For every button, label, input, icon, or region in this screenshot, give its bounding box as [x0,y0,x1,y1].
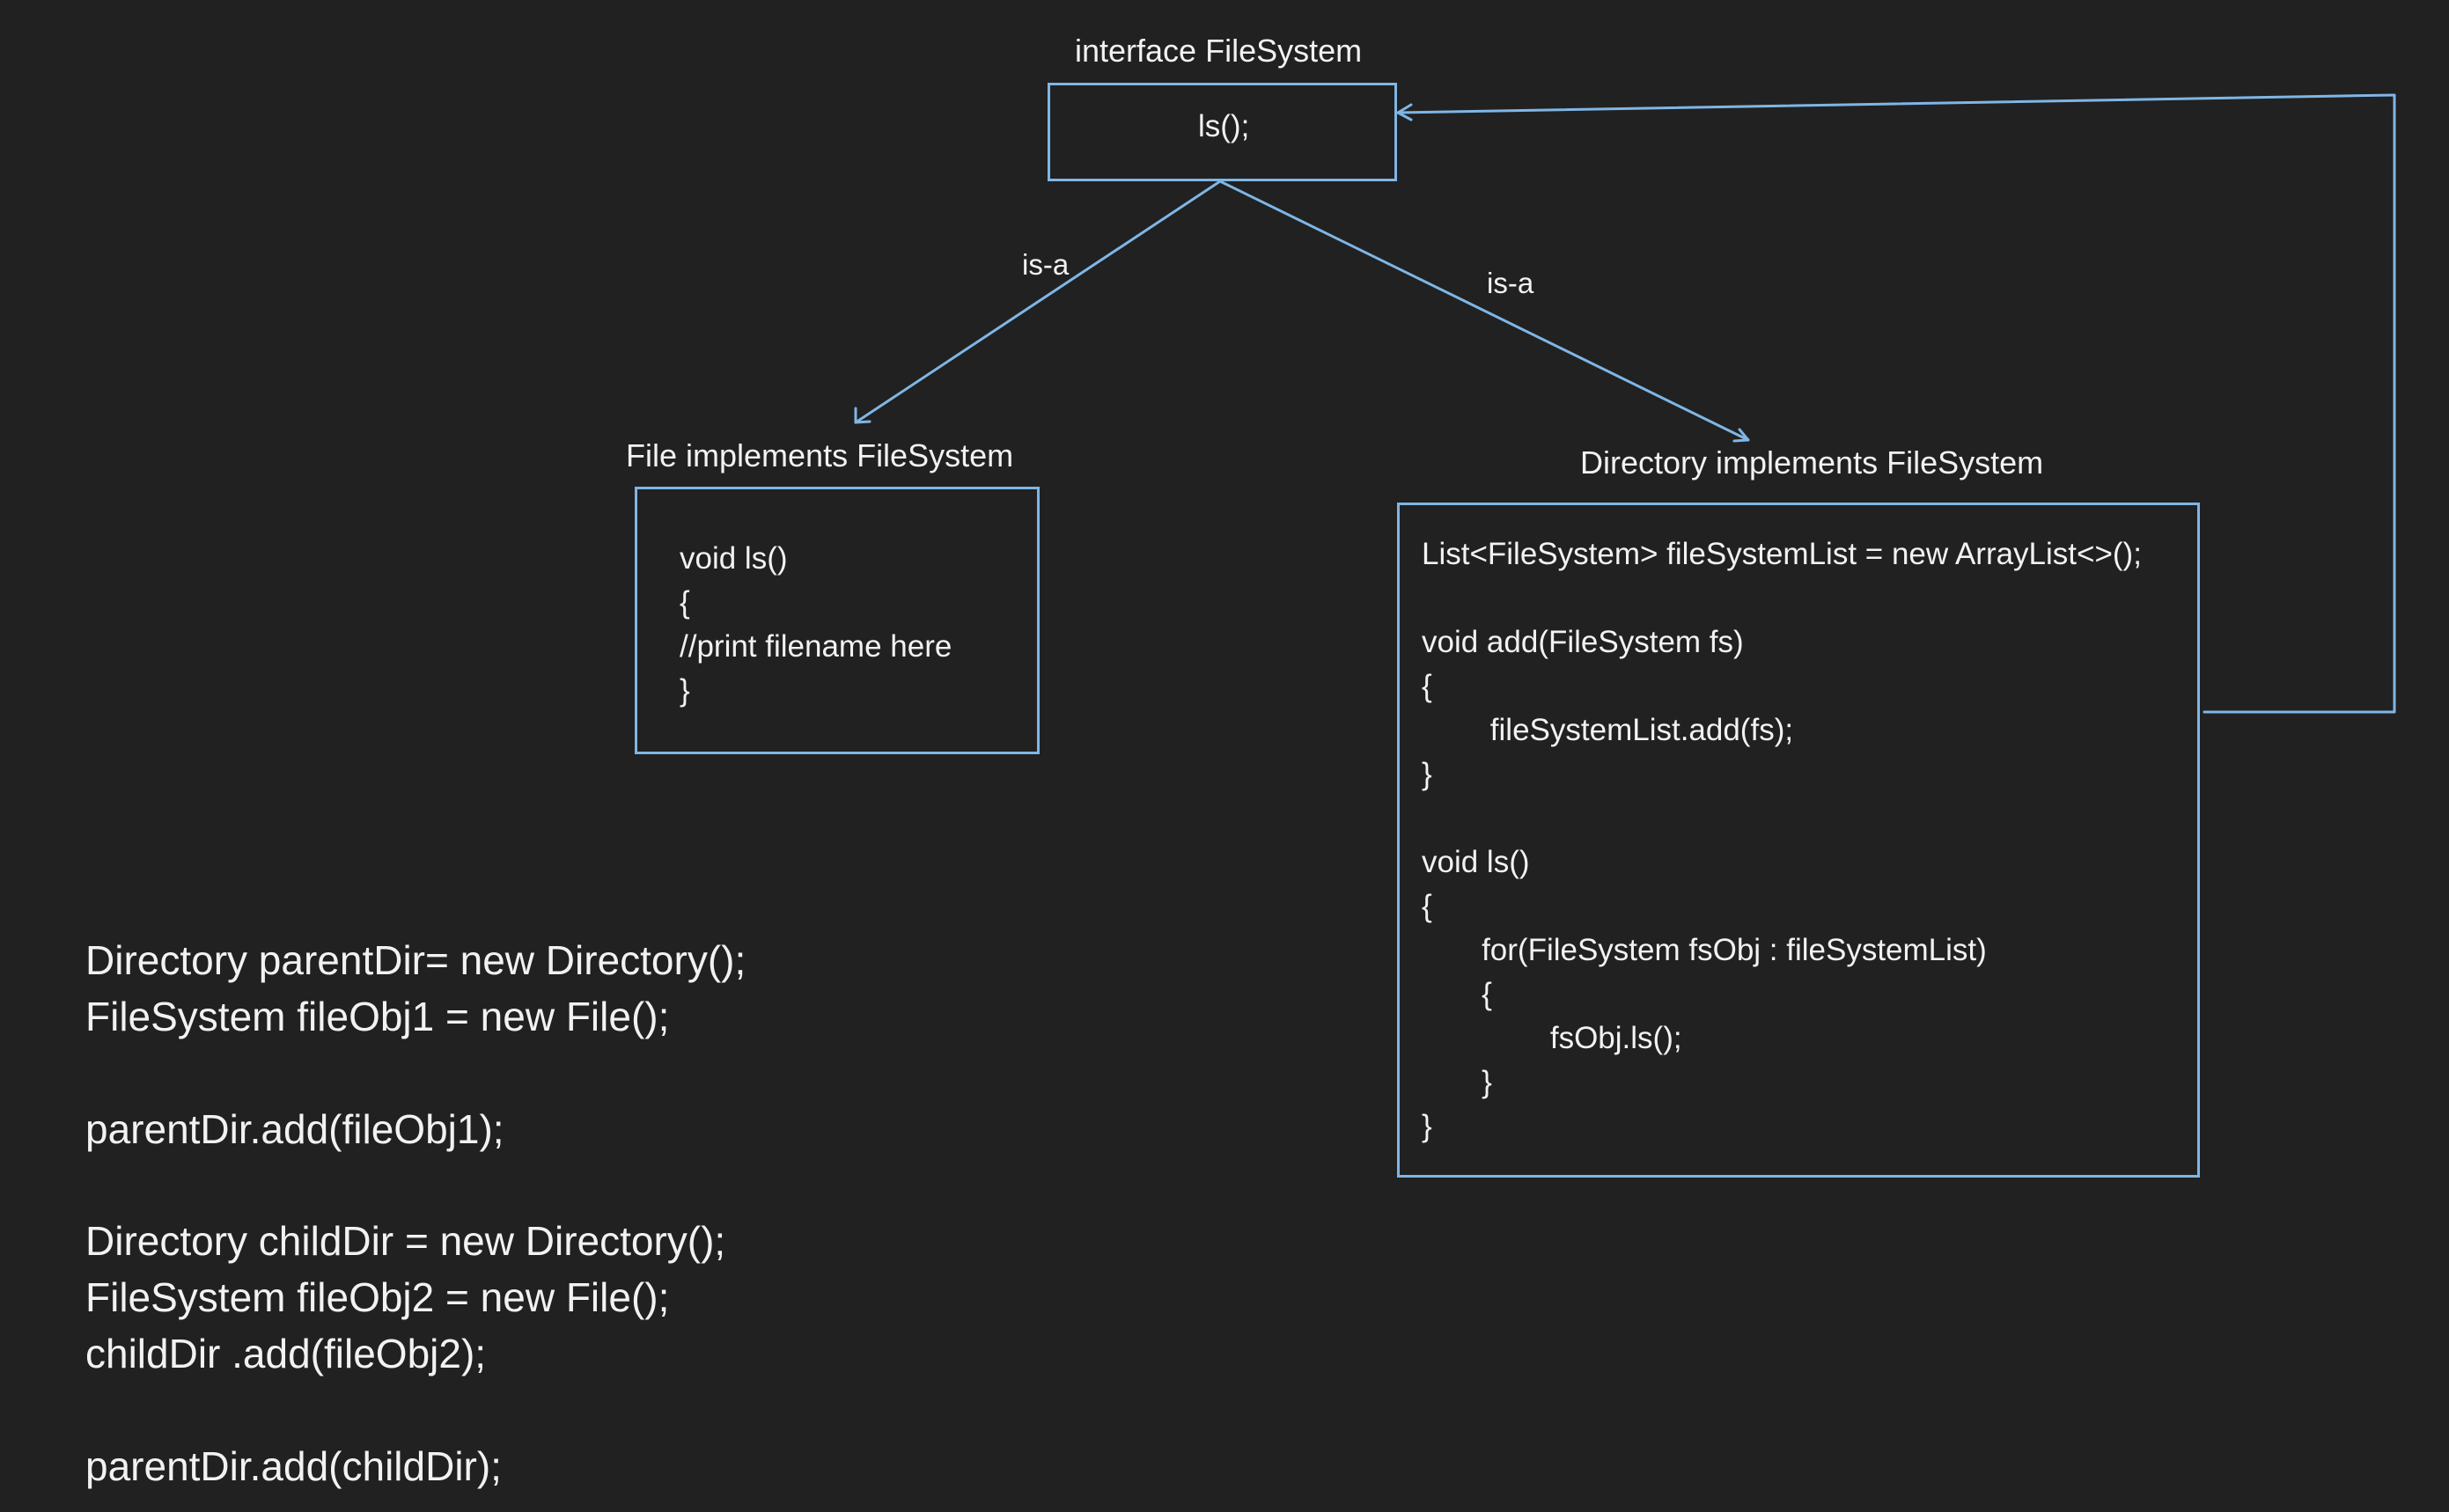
is-a-arrowhead-directory [1732,428,1750,443]
directory-box [1397,503,2200,1178]
directory-code-line: void ls() [1422,845,1530,879]
client-code-line: childDir .add(fileObj2); [85,1331,487,1376]
interface-title: interface FileSystem [1075,33,1363,69]
interface-box [1048,83,1397,181]
file-title: File implements FileSystem [626,437,1014,473]
directory-code-line: } [1422,1065,1492,1099]
file-box [635,487,1040,754]
aggregation-connector [1396,93,2396,714]
directory-code-line: List<FileSystem> fileSystemList = new Ar… [1422,537,2142,571]
client-code-line: FileSystem fileObj1 = new File(); [85,994,670,1039]
file-code-line: //print filename here [680,629,952,664]
is-a-arrowhead-file [854,407,871,424]
directory-code-line: for(FileSystem fsObj : fileSystemList) [1422,933,1987,967]
client-code-line: Directory childDir = new Directory(); [85,1218,726,1264]
interface-method-line: ls(); [1198,109,1250,143]
client-code-line: parentDir.add(childDir); [85,1443,502,1489]
client-code-line: parentDir.add(fileObj1); [85,1106,504,1152]
is-a-arrow-file [854,180,1222,424]
is-a-arrow-directory [1218,180,1750,442]
file-code-line: { [680,585,690,620]
directory-code-line: } [1422,757,1432,791]
client-code-line: Directory parentDir= new Directory(); [85,937,746,983]
edge-label-directory: is-a [1487,267,1534,299]
edge-label-file: is-a [1022,248,1070,281]
directory-code-line: { [1422,977,1492,1011]
directory-code-line: } [1422,1109,1432,1143]
directory-code-line: { [1422,669,1432,703]
file-code-line: } [680,673,690,708]
directory-code-line: fsObj.ls(); [1422,1021,1682,1055]
file-code-line: void ls() [680,541,788,576]
client-code-line: FileSystem fileObj2 = new File(); [85,1274,670,1320]
directory-code-line: fileSystemList.add(fs); [1422,713,1794,747]
directory-title: Directory implements FileSystem [1580,444,2044,481]
directory-code-line: { [1422,889,1432,923]
aggregation-arrowhead [1396,103,1413,121]
directory-code-line: void add(FileSystem fs) [1422,625,1744,659]
